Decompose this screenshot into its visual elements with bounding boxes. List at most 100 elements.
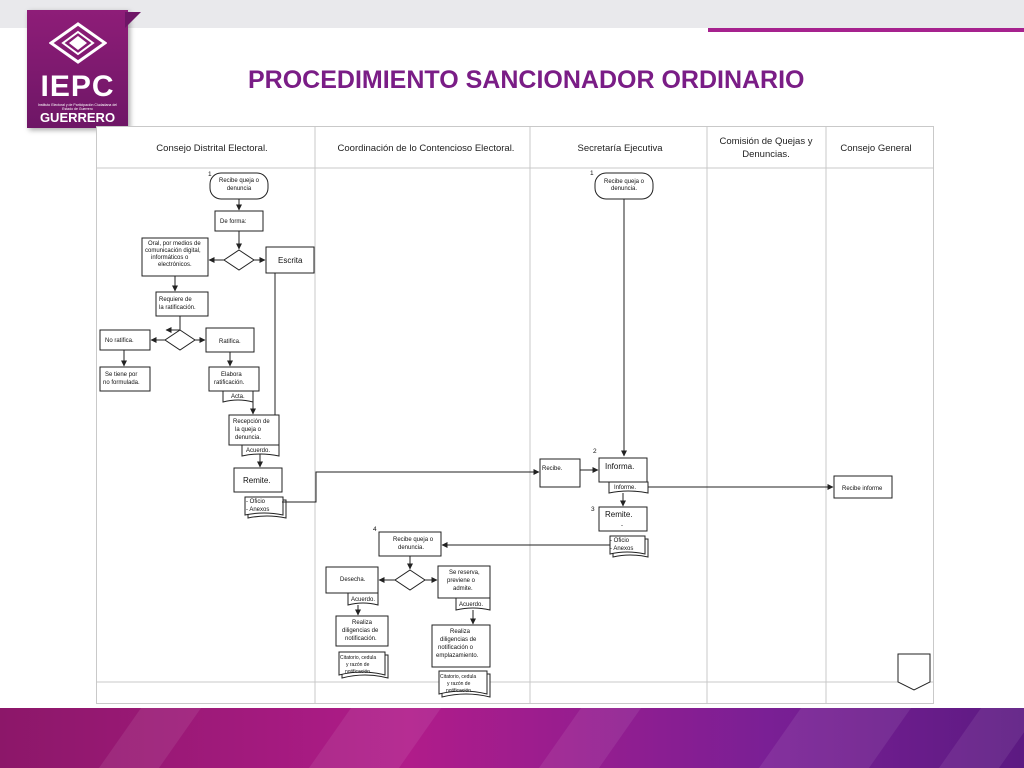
node-label: la queja o — [235, 427, 262, 433]
elabora-ratificacion-box — [208, 366, 260, 392]
footer-stripe — [301, 708, 449, 768]
no-ratifica-box — [99, 329, 151, 351]
node-label: - Anexos — [610, 546, 633, 552]
node-label: Recibe informe — [842, 486, 883, 492]
node-label: De forma: — [220, 219, 247, 225]
citatorio-stack — [438, 670, 488, 695]
node-label: - Anexos — [246, 507, 269, 513]
node-label: Recibe queja o — [393, 537, 434, 543]
logo-fold-corner — [125, 12, 141, 28]
logo-word: IEPC — [40, 70, 115, 103]
lane-title-comision-1: Comisión de Quejas y — [720, 136, 813, 147]
admite-decision-diamond — [394, 569, 426, 591]
node-label: y razón de — [447, 681, 471, 687]
node-label: No ratifica. — [105, 338, 134, 344]
node-label: electrónicos. — [158, 262, 192, 268]
node-label: Acuerdo. — [459, 602, 483, 608]
flowchart: Consejo Distrital Electoral. Coordinació… — [96, 126, 934, 704]
node-label: diligencias de — [440, 637, 477, 643]
node-label: Oral, por medios de — [148, 241, 201, 247]
node-label: Recepción de — [233, 419, 270, 425]
citatorio-stack — [338, 651, 386, 676]
informe-document — [608, 481, 649, 494]
acuerdo-document — [455, 597, 491, 611]
recibe-informe-box — [833, 475, 893, 499]
recibe-box — [539, 458, 581, 488]
node-label: Desecha. — [340, 577, 366, 583]
node-label: Realiza — [352, 620, 373, 626]
node-label: Citatorio, cedula — [340, 655, 376, 661]
ratifica-box — [205, 327, 255, 353]
node-label: admite. — [453, 586, 473, 592]
acuerdo-document — [347, 592, 379, 606]
reserva-box — [437, 565, 491, 599]
footer-stripe — [751, 708, 919, 768]
se-tiene-no-formulada-box — [99, 366, 151, 392]
node-label: Se tiene por — [105, 372, 137, 378]
realiza-notificacion-box — [335, 615, 389, 647]
requiere-ratificacion-box — [155, 291, 209, 317]
node-label: Informa. — [605, 462, 634, 471]
page-title: PROCEDIMIENTO SANCIONADOR ORDINARIO — [248, 66, 805, 94]
lane-title-consejo-general: Consejo General — [840, 143, 911, 154]
top-accent-rule — [708, 28, 1024, 32]
remite-box — [233, 467, 283, 493]
node-label: notificación. — [446, 688, 472, 694]
node-label: Acta. — [231, 394, 245, 400]
remite-se-box — [598, 506, 648, 532]
node-label: Elabora — [221, 372, 242, 378]
ratifica-decision-diamond — [164, 329, 196, 351]
node-label: Recibe queja o — [219, 178, 260, 184]
cce-recibe-queja-box — [378, 531, 442, 557]
iepc-logo: IEPC Instituto Electoral y de Participac… — [27, 10, 128, 128]
off-page-connector — [897, 653, 931, 691]
logo-subtitle: Instituto Electoral y de Participación C… — [38, 103, 117, 111]
node-label: Informe. — [614, 485, 636, 491]
node-label: la ratificación. — [159, 305, 196, 311]
node-label: Recibe queja o — [604, 179, 645, 185]
step-number: 4 — [373, 526, 377, 533]
escrita-box — [265, 246, 315, 274]
oral-box — [141, 237, 209, 277]
lane-title-consejo-distrital: Consejo Distrital Electoral. — [156, 143, 267, 154]
node-label: notificación. — [345, 669, 371, 675]
footer-stripe — [931, 708, 1024, 768]
realiza-emplazamiento-box — [431, 624, 491, 668]
node-label: Recibe. — [542, 466, 563, 472]
lane-title-coordinacion: Coordinación de lo Contencioso Electoral… — [338, 143, 515, 154]
node-label: denuncia. — [235, 435, 261, 441]
node-label: Acuerdo. — [351, 597, 375, 603]
footer-stripe — [91, 708, 209, 768]
node-label: Remite. — [243, 476, 271, 485]
node-label: previene o — [447, 578, 476, 584]
node-label: Se reserva, — [449, 570, 480, 576]
lane-title-comision-2: Denuncias. — [742, 149, 790, 160]
node-label: no formulada. — [103, 380, 140, 386]
node-label: - Oficio — [610, 538, 630, 544]
acuerdo-document — [241, 444, 280, 457]
node-label: comunicación digital, — [145, 248, 201, 254]
oficio-anexos-stack — [244, 496, 284, 516]
top-stripe — [0, 0, 1024, 28]
lane-title-secretaria: Secretaría Ejecutiva — [577, 143, 663, 154]
node-label: denuncia. — [611, 186, 637, 192]
node-label: Citatorio, cedula — [440, 674, 476, 680]
step-number: 3 — [591, 506, 595, 513]
node-label: emplazamiento. — [436, 653, 479, 659]
node-label: informáticos o — [151, 255, 189, 261]
node-label: Ratifica. — [219, 339, 241, 345]
step-number: 2 — [593, 448, 597, 455]
node-label: Acuerdo. — [246, 448, 270, 454]
oficio-anexos-stack — [609, 535, 646, 555]
node-label: denuncia. — [398, 545, 424, 551]
node-label: notificación. — [345, 636, 377, 642]
informa-box — [598, 457, 648, 483]
node-label: notificación o — [438, 645, 474, 651]
node-label: ratificación. — [214, 380, 245, 386]
node-label: - Oficio — [246, 499, 266, 505]
logo-region: GUERRERO — [39, 110, 116, 125]
node-label: Requiere de — [159, 297, 192, 303]
node-label: denuncia — [227, 186, 252, 192]
logo-emblem-icon — [49, 22, 107, 64]
flow-arrow — [282, 469, 540, 503]
